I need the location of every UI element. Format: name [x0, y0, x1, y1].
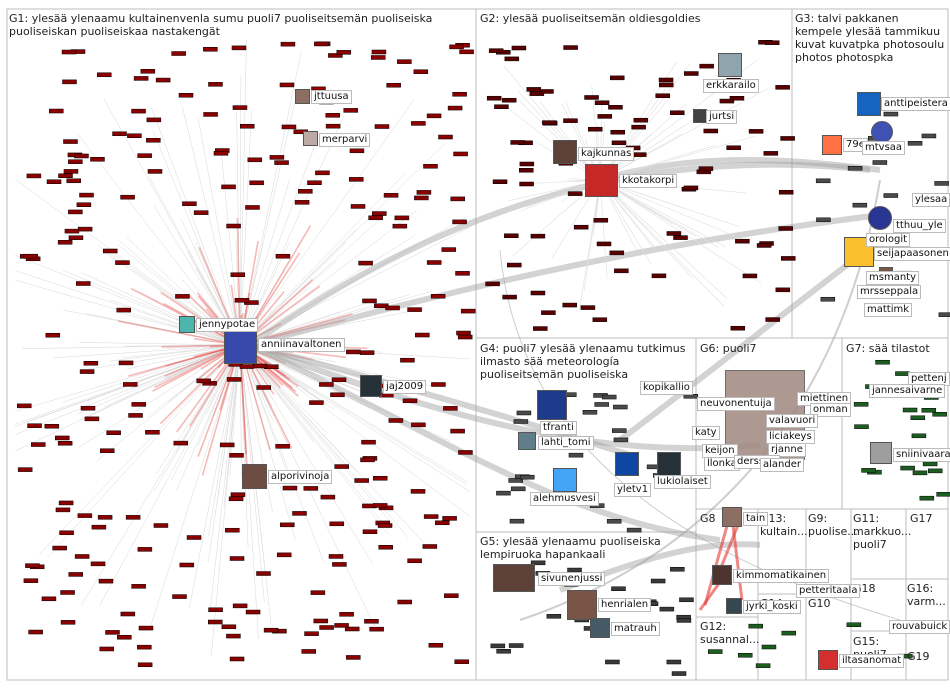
- avatar-jurtsi: [693, 109, 707, 123]
- node-label-kopikallio: kopikallio: [640, 381, 693, 395]
- avatar-merparvi: [303, 131, 318, 146]
- node-label-rjanne: rjanne: [768, 443, 806, 457]
- node-label-jannesaivarne: jannesaivarne: [869, 384, 946, 398]
- avatar-jaj2009: [360, 375, 382, 397]
- node-label-sivunenjussi: sivunenjussi: [538, 572, 606, 586]
- group-label-g2: G2: ylesää puoliseitsemän oldiesgoldies: [480, 12, 701, 25]
- node-label-seijapaasonen: seijapaasonen: [874, 247, 950, 261]
- avatar-sniinivaara: [870, 442, 892, 464]
- avatar-henrialen: [567, 590, 597, 620]
- node-label-sniinivaara: sniinivaara: [893, 448, 950, 462]
- avatar-orologit: [868, 206, 892, 230]
- avatar-alehmusvesi: [553, 468, 577, 492]
- group-label-g9: G9: puolise...: [808, 512, 858, 538]
- node-label-mattimk: mattimk: [864, 303, 913, 317]
- avatar-tain: [722, 507, 742, 527]
- node-label-keijon: keijon: [702, 444, 738, 458]
- group-label-g4: G4: puoli7 ylesää ylenaamu tutkimus ilma…: [480, 342, 686, 381]
- node-label-jttuusa: jttuusa: [311, 90, 352, 104]
- group-label-g19: G19: [907, 650, 930, 663]
- node-label-lukiolaiset: lukiolaiset: [654, 475, 711, 489]
- avatar-mtvsaa: [871, 121, 893, 143]
- node-label-petteritaala: petteritaala: [796, 584, 861, 598]
- avatar-sivunenjussi: [493, 564, 535, 592]
- node-label-kajkunnas: kajkunnas: [578, 147, 635, 161]
- node-label-mrsseppala: mrsseppala: [857, 285, 922, 299]
- avatar-79e: [822, 135, 842, 155]
- node-label-mtvsaa: mtvsaa: [862, 141, 906, 155]
- node-label-iltasanomat: iltasanomat: [839, 654, 905, 668]
- node-label-orologit: orologit: [866, 233, 911, 247]
- node-label-jennypotae: jennypotae: [196, 318, 259, 332]
- group-label-g8: G8: [700, 512, 716, 525]
- node-label-msmanty: msmanty: [866, 271, 919, 285]
- avatar-lahti_tomi: [518, 432, 536, 450]
- node-label-kkotakorpi: kkotakorpi: [619, 174, 678, 188]
- node-label-liciakeys: liciakeys: [766, 430, 815, 444]
- group-label-g12: G12: susannal...: [700, 620, 760, 646]
- node-label-onman: onman: [810, 403, 851, 417]
- node-label-miettinen: miettinen: [797, 392, 852, 406]
- avatar-anttipeistera: [857, 92, 881, 116]
- node-label-tfranti: tfranti: [540, 421, 577, 435]
- avatar-jennypotae: [179, 316, 195, 333]
- avatar-tfranti: [537, 390, 567, 420]
- avatar-yletv1: [615, 452, 639, 476]
- avatar-anniinavaltonen: [224, 328, 257, 364]
- node-label-anniinavaltonen: anniinavaltonen: [258, 338, 345, 352]
- avatar-kajkunnas: [553, 140, 577, 164]
- node-label-erkkarailo: erkkarailo: [703, 79, 759, 93]
- node-label-yletv1: yletv1: [614, 483, 652, 497]
- group-label-g7: G7: sää tilastot: [846, 342, 930, 355]
- group-label-g16: G16: varm...: [907, 582, 946, 608]
- node-label-tthuu-yle: tthuu_yle: [893, 219, 946, 233]
- node-label-alporivinoja: alporivinoja: [268, 470, 333, 484]
- avatar-kkotakorpi: [585, 164, 618, 197]
- node-label-anttipeistera: anttipeistera: [881, 97, 950, 111]
- avatar-iltasanomat: [818, 650, 838, 670]
- node-label-neuvonentuija: neuvonentuija: [697, 397, 775, 411]
- group-label-g6: G6: puoli7: [700, 342, 757, 355]
- node-label-alehmusvesi: alehmusvesi: [530, 492, 599, 506]
- node-label-henrialen: henrialen: [598, 598, 652, 612]
- group-box-g7: [841, 337, 949, 510]
- node-label-ylesaa: ylesaa: [912, 193, 950, 207]
- node-label-merparvi: merparvi: [319, 133, 371, 147]
- group-label-g5: G5: ylesää ylenaamu puoliseiska lempiruo…: [480, 535, 661, 561]
- group-label-g3: G3: talvi pakkanen kempele ylesää tammik…: [795, 12, 945, 64]
- avatar-alporivinoja: [242, 464, 267, 489]
- group-label-g11: G11: markkuo... puoli7: [853, 512, 912, 551]
- node-label-kimmomatikainen: kimmomatikainen: [733, 569, 830, 583]
- group-label-g10: G10: [808, 597, 831, 610]
- node-label-rouvabuick: rouvabuick: [889, 620, 950, 634]
- node-label-alander: alander: [760, 458, 804, 472]
- avatar-jttuusa: [295, 89, 310, 104]
- group-label-g1: G1: ylesää ylenaamu kultainenvenla sumu …: [9, 12, 433, 38]
- avatar-lukiolaiset: [657, 452, 681, 476]
- avatar-matrauh: [590, 618, 610, 638]
- avatar-jyrki_koski: [726, 598, 742, 614]
- node-label-tain: tain: [743, 512, 769, 526]
- avatar-erkkarailo: [718, 53, 742, 77]
- group-box-g12: [695, 616, 759, 681]
- node-label-valavuori: valavuori: [766, 414, 819, 428]
- node-label-jaj2009: jaj2009: [383, 380, 427, 394]
- node-label-79e: 79e: [843, 138, 868, 152]
- node-label-jurtsi: jurtsi: [706, 110, 738, 124]
- node-label-matrauh: matrauh: [611, 622, 660, 636]
- node-label-katy: katy: [692, 426, 720, 440]
- node-label-jyrki-koski: jyrki_koski: [743, 600, 801, 614]
- avatar-kimmomatikainen: [712, 565, 732, 585]
- group-label-g17: G17: [910, 512, 933, 525]
- node-label-lahti-tomi: lahti_tomi: [538, 436, 594, 450]
